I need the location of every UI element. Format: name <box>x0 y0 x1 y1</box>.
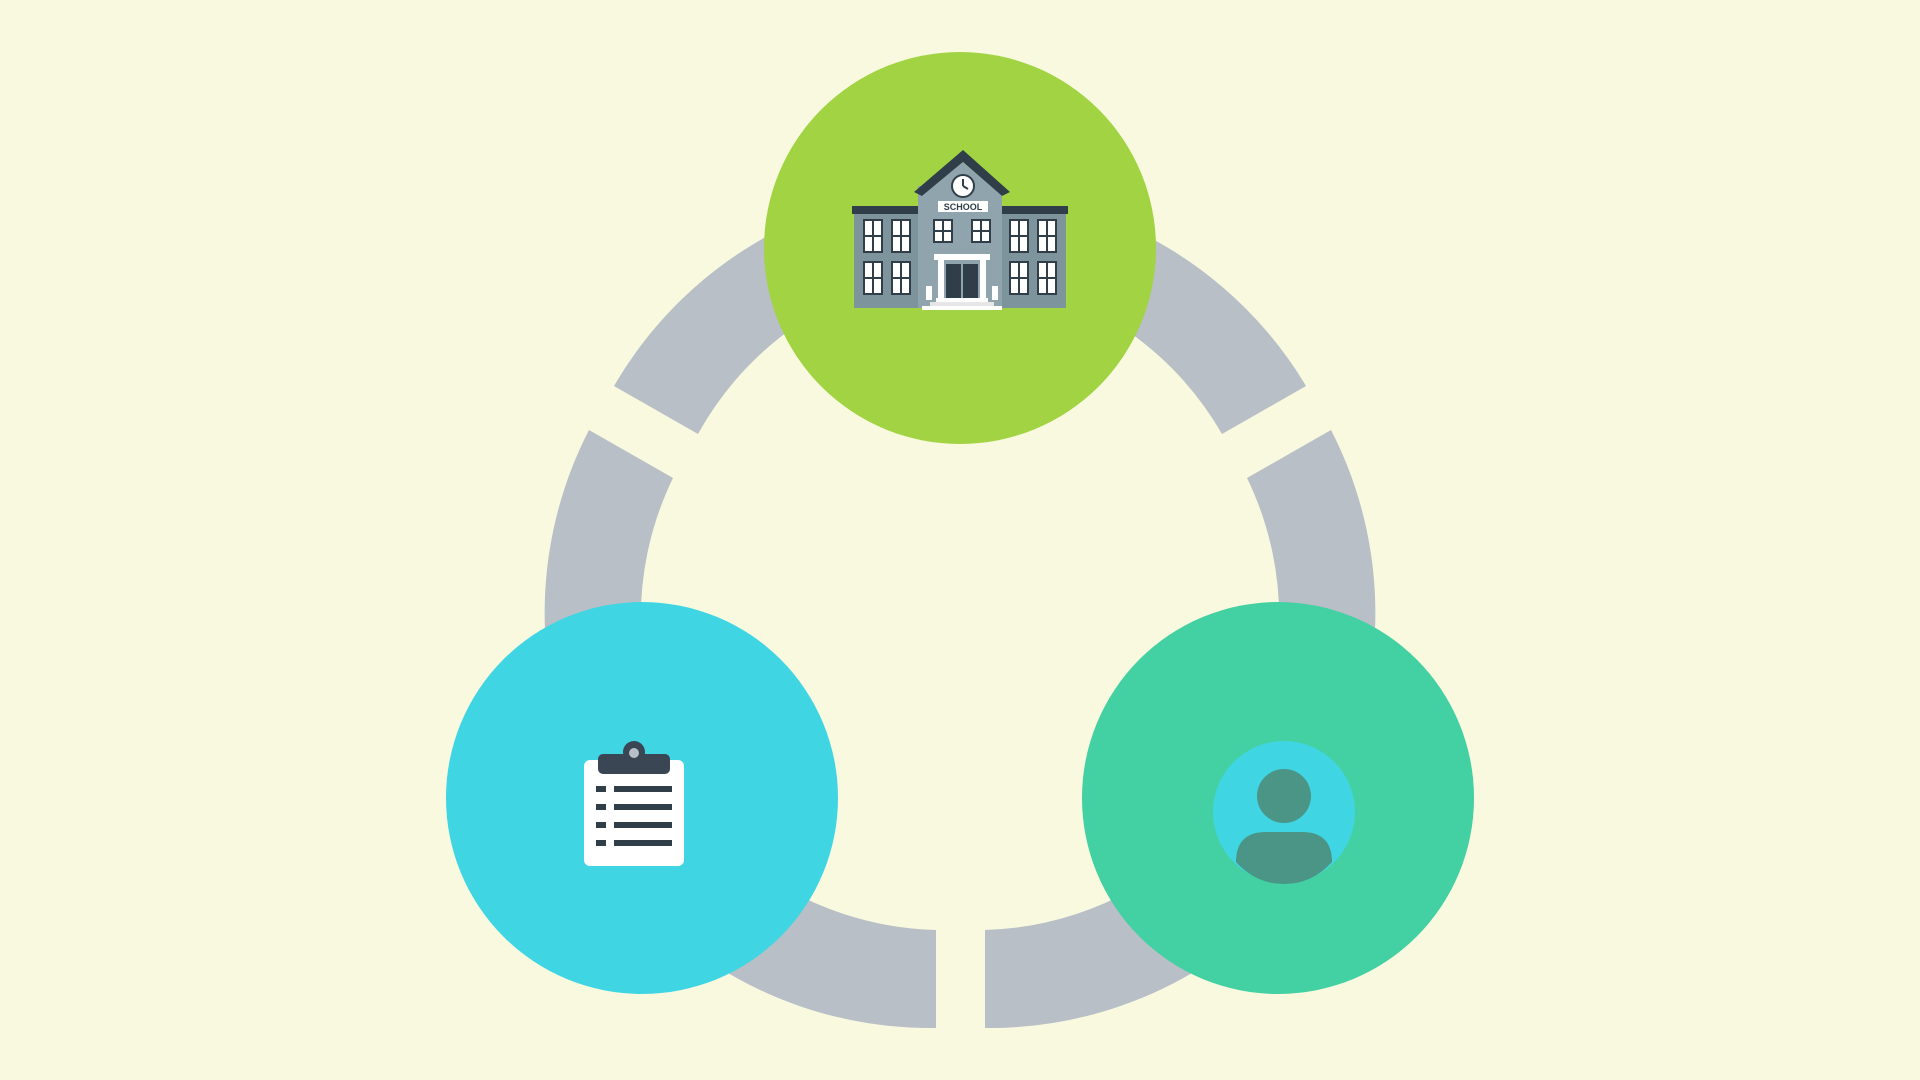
ring-segment-left <box>544 430 673 630</box>
node-school: SCHOOL <box>764 52 1156 444</box>
school-building-icon: SCHOOL <box>852 150 1068 310</box>
node-clipboard <box>446 602 838 994</box>
school-sign-text: SCHOOL <box>944 202 983 212</box>
node-person <box>1082 602 1474 994</box>
person-avatar-icon <box>1213 741 1355 884</box>
clipboard-checklist-icon <box>584 741 684 866</box>
ring-segment-right <box>1247 430 1376 630</box>
